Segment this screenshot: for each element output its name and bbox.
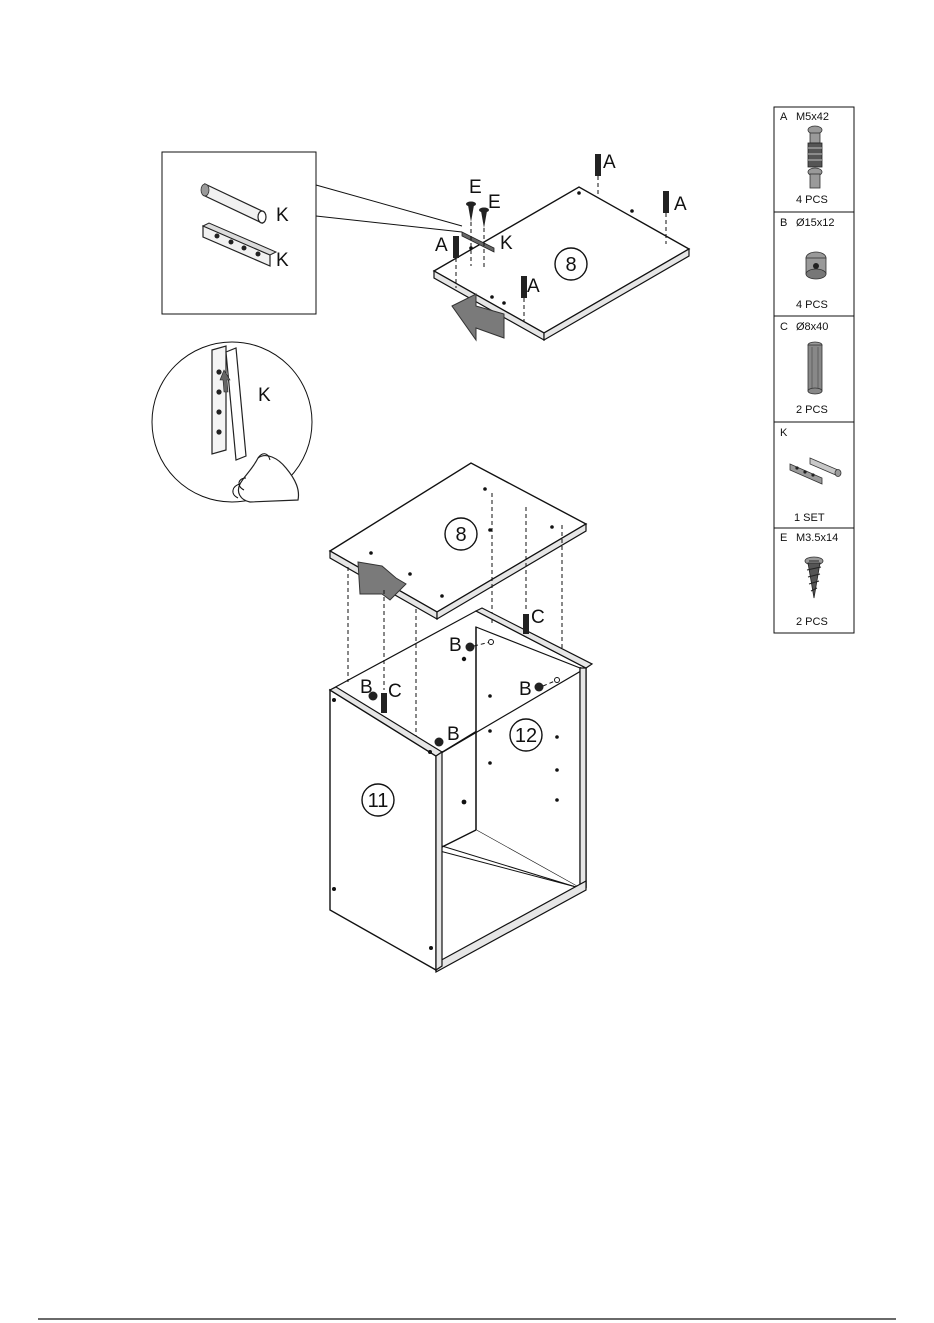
part-b-cell: B Ø15x12 4 PCS [780, 217, 835, 311]
detail-circle-hand: K [152, 342, 312, 502]
part-e-cell: E M3.5x14 2 PCS [780, 532, 838, 628]
label-b: B [447, 724, 460, 745]
part-a-cell: A M5x42 4 PCS [780, 111, 829, 206]
cam-bolt-icon [595, 154, 601, 196]
cam-lock-icon [435, 738, 444, 747]
cabinet-assembly: 8 11 [330, 463, 592, 972]
top-panel-prep: A A A A E E K 8 [434, 152, 689, 340]
label-k: K [276, 250, 289, 271]
part-c-cell: C Ø8x40 2 PCS [780, 321, 828, 416]
label-a: A [674, 194, 687, 215]
wooden-dowel-icon [523, 614, 529, 634]
label-a: A [527, 276, 540, 297]
label-c: C [531, 607, 545, 628]
label-k: K [276, 205, 289, 226]
part-c-letter: C [780, 321, 788, 333]
label-e: E [488, 192, 501, 213]
label-k: K [500, 233, 513, 254]
part-k-cell: K 1 SET [780, 427, 841, 524]
panel-8-number: 8 [565, 254, 576, 276]
hanging-bracket-icon [790, 458, 841, 484]
label-a: A [603, 152, 616, 173]
screw-icon [805, 557, 823, 598]
detail-box-k: K K [162, 152, 462, 314]
part-k-qty: 1 SET [794, 512, 825, 524]
part-b-size: Ø15x12 [796, 217, 835, 229]
panel-11-number: 11 [368, 790, 389, 812]
parts-list: A M5x42 4 PCS B Ø15x12 [774, 107, 854, 633]
wooden-dowel-icon [381, 693, 387, 713]
part-a-qty: 4 PCS [796, 194, 828, 206]
label-k: K [258, 385, 271, 406]
label-a: A [435, 235, 448, 256]
cam-bolt-icon [808, 126, 822, 188]
part-b-letter: B [780, 217, 787, 229]
wooden-dowel-icon [808, 342, 822, 394]
panel-8-number: 8 [455, 524, 466, 546]
hand-icon [233, 454, 299, 502]
label-c: C [388, 681, 402, 702]
part-c-qty: 2 PCS [796, 404, 828, 416]
part-a-size: M5x42 [796, 111, 829, 123]
part-k-letter: K [780, 427, 788, 439]
part-e-qty: 2 PCS [796, 616, 828, 628]
label-b: B [449, 635, 462, 656]
bracket-plate-icon [203, 223, 276, 266]
part-e-letter: E [780, 532, 787, 544]
part-a-letter: A [780, 111, 788, 123]
part-c-size: Ø8x40 [796, 321, 828, 333]
label-b: B [519, 679, 532, 700]
label-b: B [360, 677, 373, 698]
bracket-bar-icon [201, 184, 266, 223]
part-e-size: M3.5x14 [796, 532, 838, 544]
label-e: E [469, 177, 482, 198]
panel-12-number: 12 [515, 725, 537, 747]
part-b-qty: 4 PCS [796, 299, 828, 311]
cam-lock-icon [806, 252, 826, 279]
